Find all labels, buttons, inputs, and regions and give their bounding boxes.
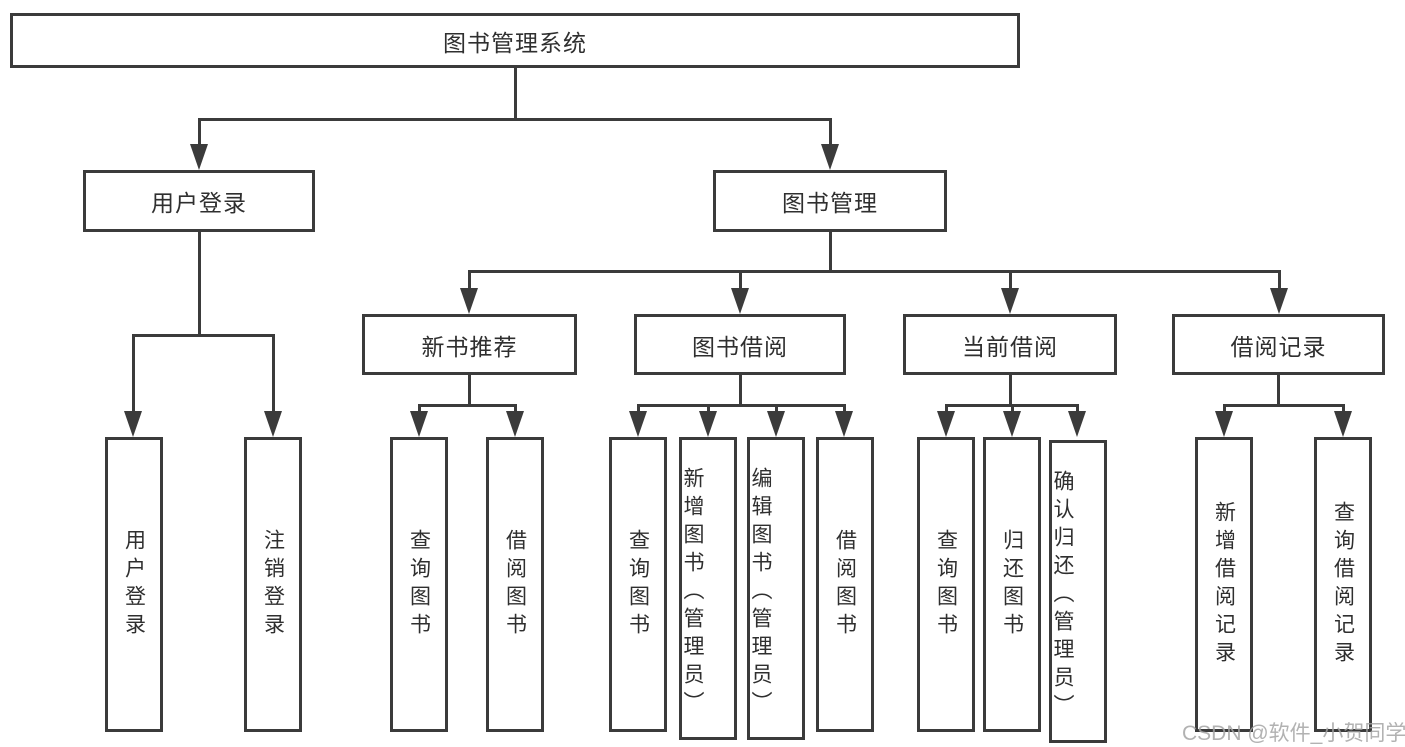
leaf-confirm-return-admin-label: 确认归还（管理员）: [1051, 469, 1074, 722]
arrow-to-query-borrow-record: [1334, 411, 1352, 437]
leaf-query-books-borrowing: 查询图书: [609, 437, 667, 732]
node-new-book-recommend: 新书推荐: [362, 314, 577, 375]
connector-drop-book-borrowing: [739, 270, 742, 290]
arrow-to-book-borrowing: [731, 288, 749, 314]
arrow-to-book-management: [821, 144, 839, 170]
leaf-add-borrow-record-label: 新增借阅记录: [1212, 500, 1236, 669]
connector-new-book-stem: [468, 375, 471, 406]
leaf-query-books-current-label: 查询图书: [934, 528, 958, 641]
connector-drop-new-book: [468, 270, 471, 290]
node-book-borrowing: 图书借阅: [634, 314, 846, 375]
connector-drop-confirm-return: [1076, 404, 1079, 414]
connector-drop-leaf-logout: [272, 334, 275, 413]
connector-drop-borrow-books-1: [514, 404, 517, 414]
arrow-to-return-books: [1003, 411, 1021, 437]
connector-drop-query-books-1: [418, 404, 421, 414]
arrow-to-current-borrowing: [1001, 288, 1019, 314]
leaf-query-books-borrowing-label: 查询图书: [626, 528, 650, 641]
leaf-query-books-current: 查询图书: [917, 437, 975, 732]
connector-drop-add-books: [707, 404, 710, 414]
arrow-to-new-book: [460, 288, 478, 314]
connector-drop-return-books: [1011, 404, 1014, 414]
connector-drop-current-borrowing: [1009, 270, 1012, 290]
connector-level1-rail: [198, 118, 832, 121]
connector-new-book-rail: [418, 404, 517, 407]
connector-drop-add-borrow-record: [1223, 404, 1226, 414]
arrow-to-add-books: [699, 411, 717, 437]
leaf-query-books-recommend-label: 查询图书: [407, 528, 431, 641]
connector-drop-query-books-3: [945, 404, 948, 414]
connector-user-login-rail: [132, 334, 275, 337]
node-current-borrowing: 当前借阅: [903, 314, 1117, 375]
arrow-to-edit-books: [767, 411, 785, 437]
node-user-login: 用户登录: [83, 170, 315, 232]
arrow-to-query-books-1: [410, 411, 428, 437]
connector-drop-borrow-books-2: [843, 404, 846, 414]
leaf-user-login-label: 用户登录: [122, 528, 146, 641]
arrow-to-query-books-3: [937, 411, 955, 437]
connector-user-login-stem: [198, 232, 201, 335]
leaf-borrow-books-recommend: 借阅图书: [486, 437, 544, 732]
leaf-logout: 注销登录: [244, 437, 302, 732]
leaf-borrow-books-recommend-label: 借阅图书: [503, 528, 527, 641]
arrow-to-query-books-2: [629, 411, 647, 437]
leaf-return-books-label: 归还图书: [1000, 528, 1024, 641]
arrow-to-borrow-records: [1270, 288, 1288, 314]
leaf-user-login: 用户登录: [105, 437, 163, 732]
leaf-query-borrow-record: 查询借阅记录: [1314, 437, 1372, 732]
leaf-confirm-return-admin: 确认归还（管理员）: [1049, 440, 1107, 743]
leaf-edit-books-admin-label: 编辑图书（管理员）: [749, 466, 772, 719]
connector-drop-book-management: [829, 118, 832, 146]
connector-borrow-records-rail: [1223, 404, 1344, 407]
arrow-to-leaf-user-login: [124, 411, 142, 437]
leaf-edit-books-admin: 编辑图书（管理员）: [747, 437, 805, 740]
connector-book-management-stem: [829, 232, 832, 272]
connector-drop-borrow-records: [1278, 270, 1281, 290]
connector-current-borrowing-stem: [1009, 375, 1012, 406]
arrow-to-user-login: [190, 144, 208, 170]
connector-drop-query-books-2: [637, 404, 640, 414]
arrow-to-add-borrow-record: [1215, 411, 1233, 437]
leaf-query-books-recommend: 查询图书: [390, 437, 448, 732]
leaf-add-borrow-record: 新增借阅记录: [1195, 437, 1253, 732]
connector-drop-query-borrow-record: [1342, 404, 1345, 414]
connector-drop-edit-books: [775, 404, 778, 414]
leaf-logout-label: 注销登录: [261, 528, 285, 641]
leaf-add-books-admin-label: 新增图书（管理员）: [681, 466, 704, 719]
node-book-management: 图书管理: [713, 170, 947, 232]
arrow-to-borrow-books-2: [835, 411, 853, 437]
connector-drop-leaf-user-login: [132, 334, 135, 413]
arrow-to-confirm-return: [1068, 411, 1086, 437]
arrow-to-leaf-logout: [264, 411, 282, 437]
connector-book-borrowing-rail: [637, 404, 846, 407]
csdn-watermark: CSDN @软件_小贺同学: [1182, 722, 1405, 745]
node-library-management-system: 图书管理系统: [10, 13, 1020, 68]
leaf-return-books: 归还图书: [983, 437, 1041, 732]
connector-level3-rail: [468, 270, 1281, 273]
leaf-borrow-books-borrowing: 借阅图书: [816, 437, 874, 732]
arrow-to-borrow-books-1: [506, 411, 524, 437]
connector-drop-user-login: [198, 118, 201, 146]
connector-book-borrowing-stem: [739, 375, 742, 406]
leaf-add-books-admin: 新增图书（管理员）: [679, 437, 737, 740]
connector-root-stem: [514, 68, 517, 120]
leaf-borrow-books-borrowing-label: 借阅图书: [833, 528, 857, 641]
connector-borrow-records-stem: [1277, 375, 1280, 406]
leaf-query-borrow-record-label: 查询借阅记录: [1331, 500, 1355, 669]
node-borrow-records: 借阅记录: [1172, 314, 1385, 375]
